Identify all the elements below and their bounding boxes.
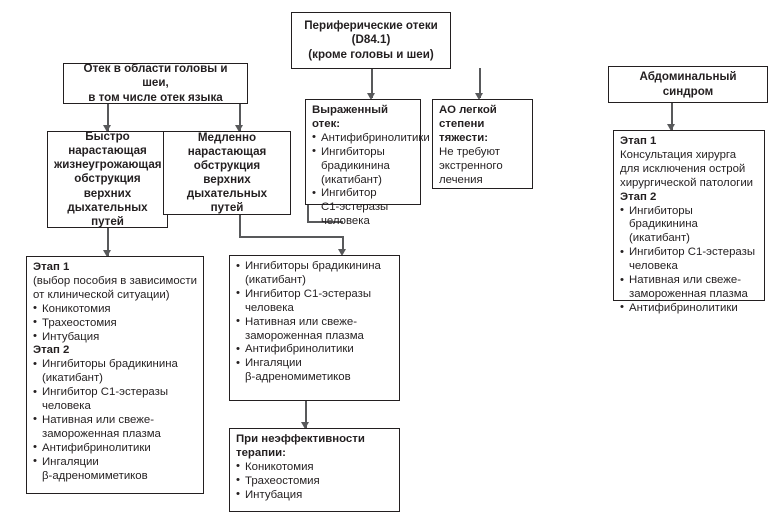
arrowhead-ineffective <box>301 422 309 429</box>
list-item: Коникотомия <box>236 460 393 475</box>
severe-edema-header: Выраженный отек: <box>312 104 388 130</box>
fast-stage2-title: Этап 2 <box>33 344 70 357</box>
abd-stage2-list: Ингибиторы брадикинина(икатибант) Ингиби… <box>620 204 758 316</box>
abdominal-line-1: Абдоминальный синдром <box>639 70 737 98</box>
fast-line-5: дыхательных путей <box>67 200 148 228</box>
node-slow-obstruction[interactable]: Медленно нарастающая обструкция верхних … <box>163 131 291 215</box>
slow-line-3: обструкция верхних <box>193 158 261 186</box>
arrowhead-abdominal-treatment <box>667 124 675 131</box>
connector-slow-down2 <box>342 236 344 251</box>
list-item: Интубация <box>236 488 393 503</box>
connector-headneck-to-fast <box>107 103 109 131</box>
fast-line-4: обструкция верхних <box>74 172 141 200</box>
list-item: Антифибринолитики <box>620 301 758 316</box>
slow-line-2: нарастающая <box>187 144 267 158</box>
fast-line-2: нарастающая <box>68 144 147 158</box>
connector-fast-to-treatment <box>107 228 109 256</box>
list-item: Коникотомия <box>33 302 197 317</box>
node-head-neck-edema[interactable]: Отек в области головы и шеи, в том числе… <box>63 62 248 104</box>
fast-line-1: Быстро <box>85 130 130 144</box>
list-item: Ингибиторы брадикинина(икатибант) <box>236 260 393 288</box>
fast-stage2-list: Ингибиторы брадикинина(икатибант) Ингиби… <box>33 358 197 483</box>
fast-stage1-title: Этап 1 <box>33 261 70 273</box>
severe-edema-list: Антифибринолитики Ингибиторыбрадикинина(… <box>312 131 430 229</box>
list-item: Трахеостомия <box>236 474 393 489</box>
abd-stage2-title: Этап 2 <box>620 190 657 203</box>
connector-abdominal-to-treatment <box>671 102 673 130</box>
slow-treatment-list: Ингибиторы брадикинина(икатибант) Ингиби… <box>236 260 393 385</box>
arrowhead-mild-ao <box>475 93 483 100</box>
list-item: Антифибринолитики <box>33 441 197 456</box>
root-line-3: (кроме головы и шеи) <box>308 47 434 61</box>
abd-stage1-title: Этап 1 <box>620 135 657 147</box>
connector-root-to-severe-edema <box>371 68 373 98</box>
root-line-1: Периферические отеки <box>304 19 438 33</box>
headneck-line-2: в том числе отек языка <box>88 90 223 104</box>
arrowhead-slow-obstruction <box>235 125 243 132</box>
list-item: Ингибиторы брадикинина(икатибант) <box>33 358 197 386</box>
list-item: Трахеостомия <box>33 316 197 331</box>
fast-stage1-list: Коникотомия Трахеостомия Интубация <box>33 302 197 345</box>
list-item: Антифибринолитики <box>312 131 430 146</box>
list-item: Интубация <box>33 330 197 345</box>
arrowhead-fast-obstruction <box>103 125 111 132</box>
list-item: Антифибринолитики <box>236 343 393 357</box>
list-item: Нативная или свеже-замороженная плазма <box>33 413 197 442</box>
node-slow-treatment[interactable]: Ингибиторы брадикинина(икатибант) Ингиби… <box>229 255 400 401</box>
list-item: Ингибиторы брадикинина(икатибант) <box>620 204 758 247</box>
node-abdominal-syndrome[interactable]: Абдоминальный синдром <box>608 66 768 103</box>
ineffective-list: Коникотомия Трахеостомия Интубация <box>236 460 393 503</box>
node-fast-obstruction[interactable]: Быстро нарастающая жизнеугрожающая обстр… <box>47 130 168 228</box>
slow-line-1: Медленно <box>197 130 257 144</box>
connector-slow-down <box>239 215 241 237</box>
arrowhead-fast-treatment <box>103 250 111 257</box>
list-item: Нативная или свеже-замороженная плазма <box>236 315 393 344</box>
connector-headneck-to-slow <box>239 103 241 131</box>
root-line-2: (D84.1) <box>351 33 391 47</box>
connector-slowtreat-to-ineffective <box>305 400 307 428</box>
slow-line-4: дыхательных путей <box>186 187 268 215</box>
node-severe-edema[interactable]: Выраженный отек: Антифибринолитики Ингиб… <box>305 99 430 227</box>
arrowhead-slow-treatment <box>338 249 346 256</box>
connector-root-to-mild-ao <box>479 68 481 98</box>
list-item: Нативная или свеже-замороженная плазма <box>620 274 758 302</box>
arrowhead-severe-edema <box>367 93 375 100</box>
node-peripheral-edema-root[interactable]: Периферические отеки (D84.1) (кроме голо… <box>291 12 451 69</box>
connector-severe-down <box>307 204 309 222</box>
headneck-line-1: Отек в области головы и шеи, <box>83 62 228 90</box>
connector-slow-right <box>239 236 343 238</box>
fast-line-3: жизнеугрожающая <box>54 158 162 172</box>
